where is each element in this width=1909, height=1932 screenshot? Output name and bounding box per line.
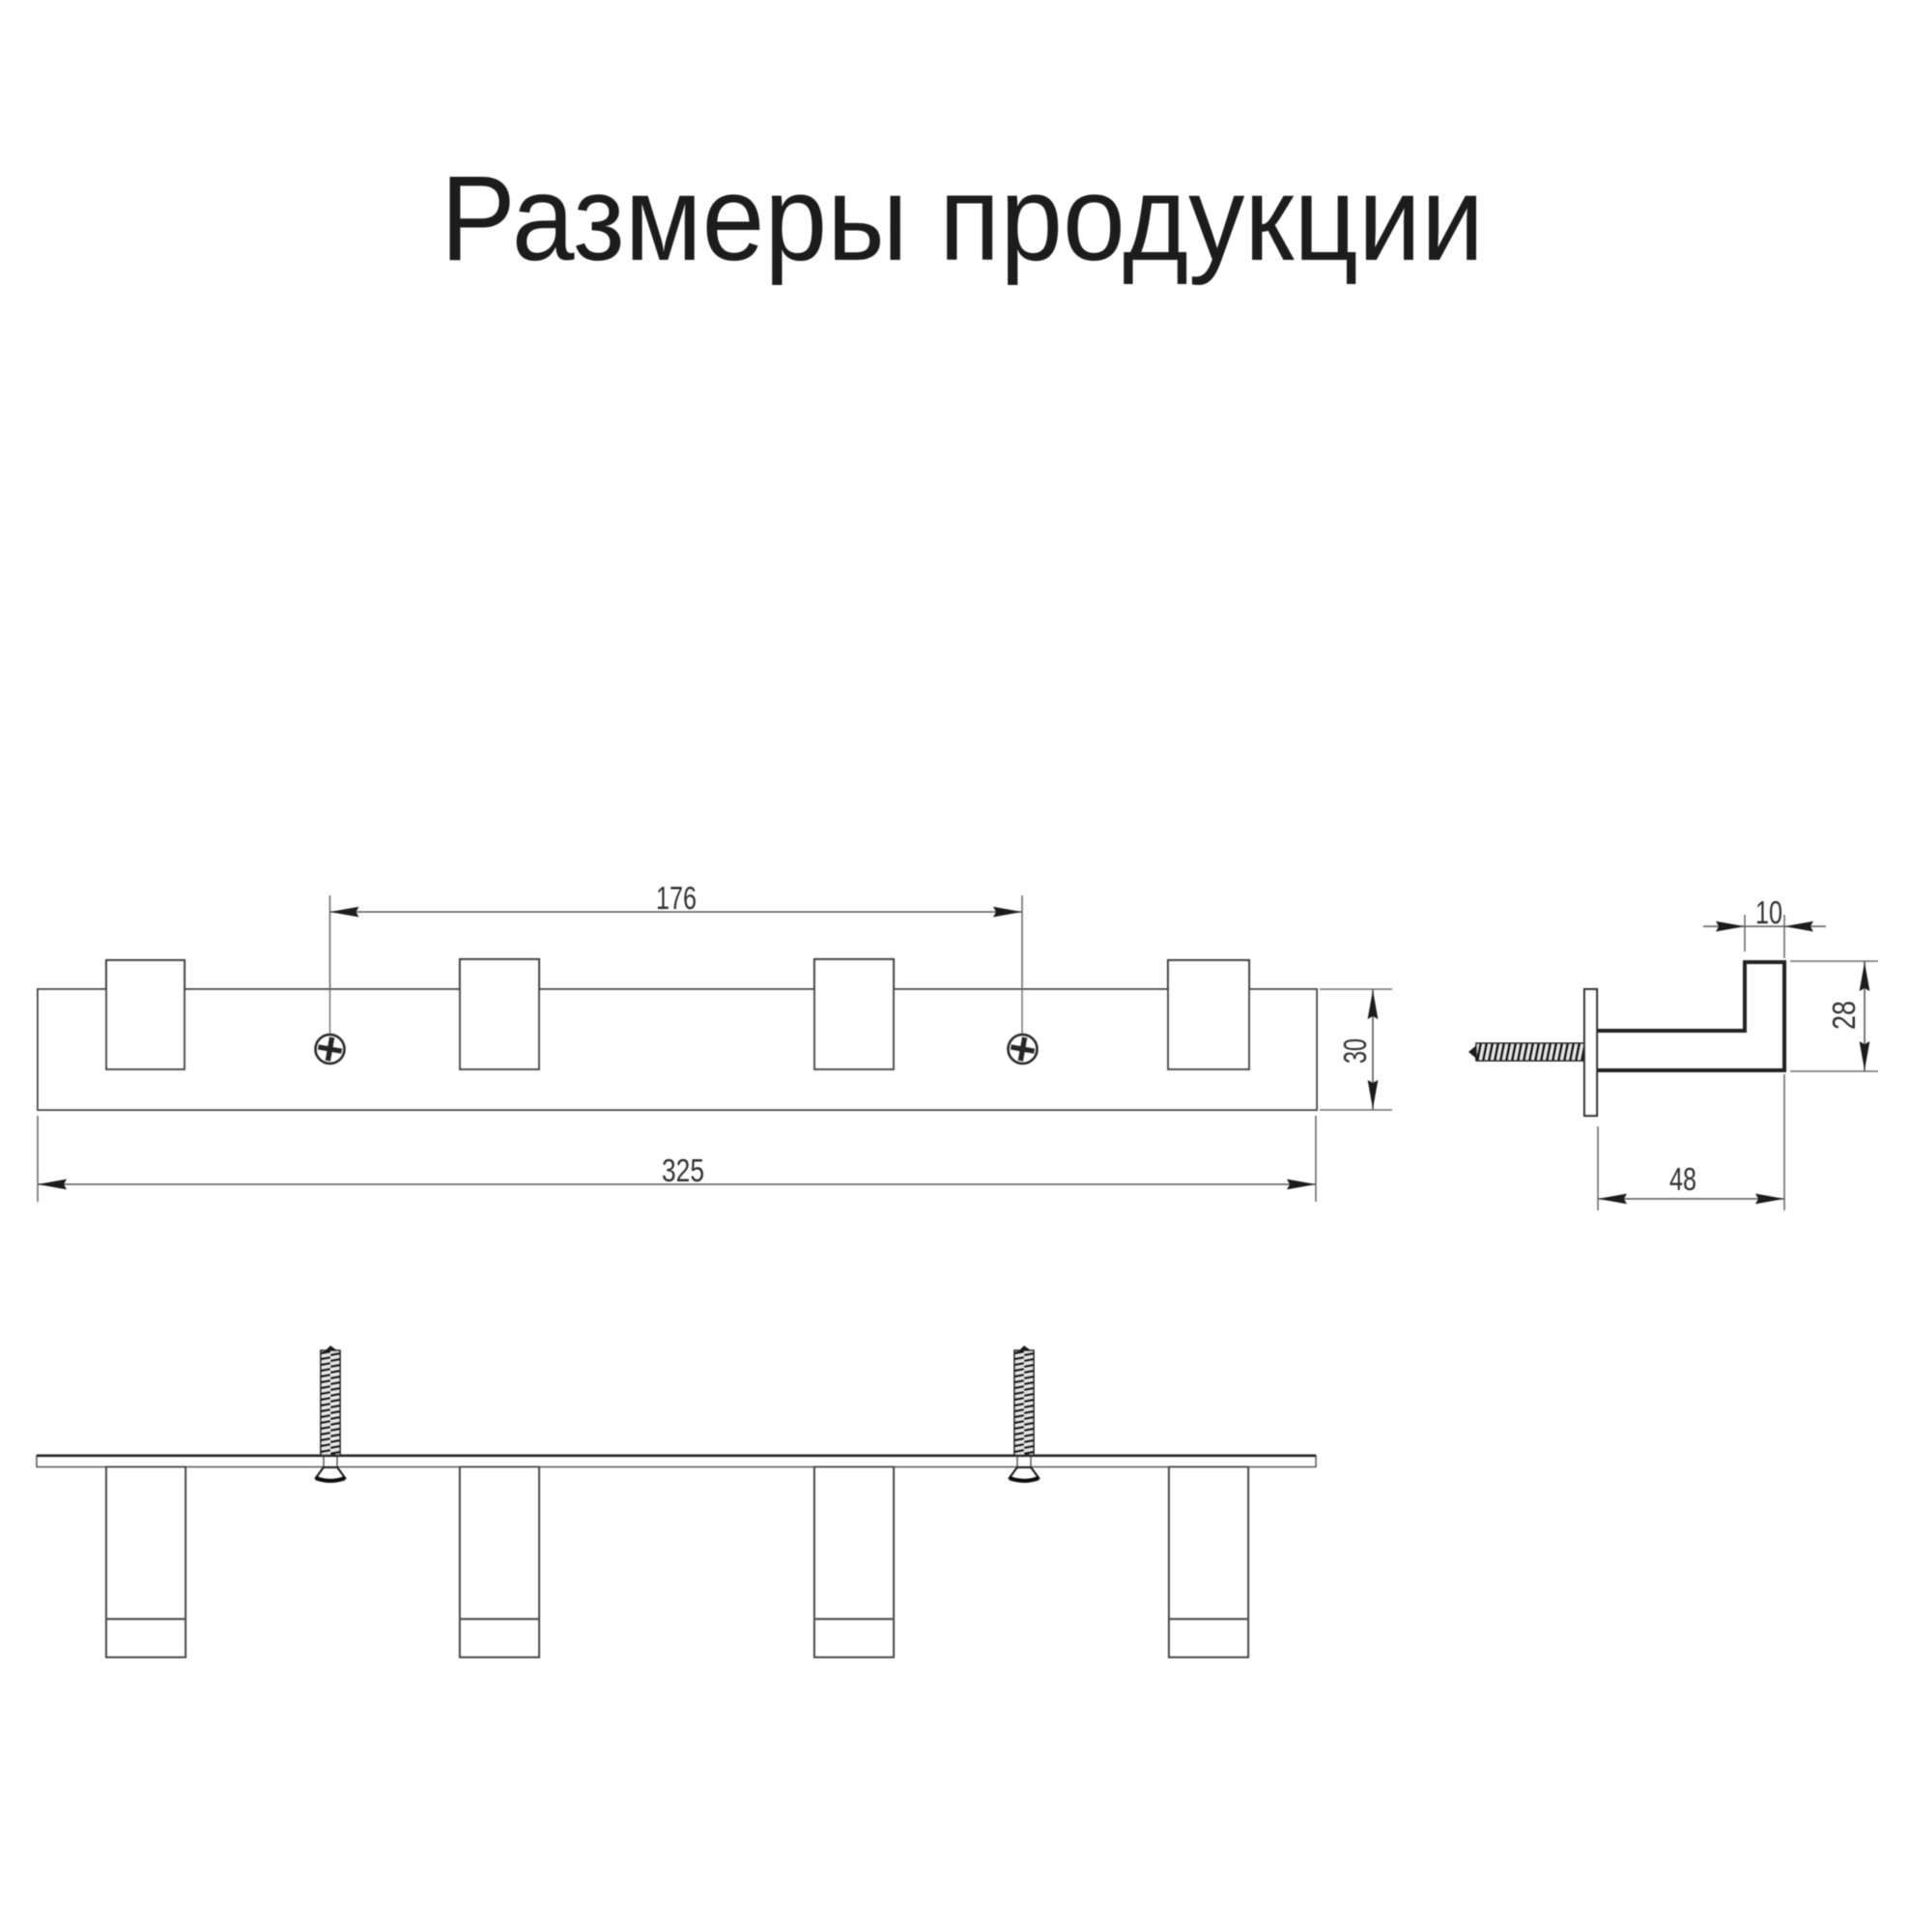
svg-text:176: 176 (656, 880, 697, 916)
svg-text:10: 10 (1755, 895, 1782, 930)
svg-text:Размеры продукции: Размеры продукции (441, 152, 1484, 286)
svg-text:28: 28 (1826, 1001, 1862, 1030)
svg-text:30: 30 (1337, 1038, 1373, 1064)
svg-text:48: 48 (1669, 1161, 1696, 1197)
svg-text:325: 325 (662, 1152, 704, 1188)
